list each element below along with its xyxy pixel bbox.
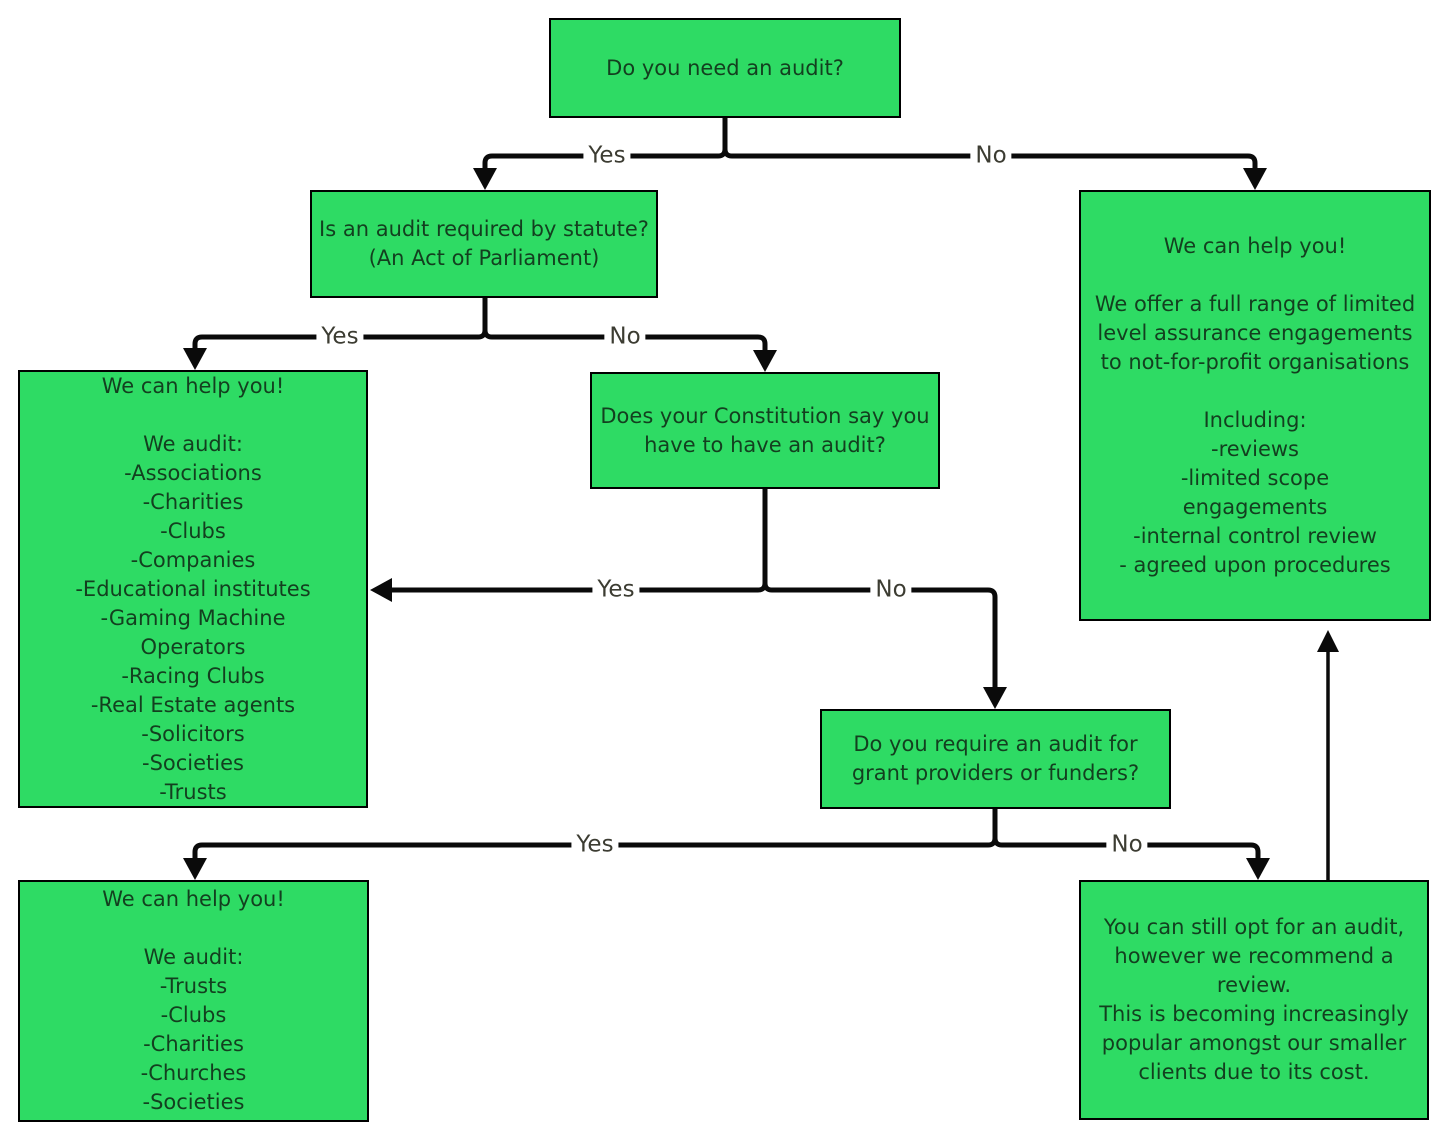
edge-label-yes: Yes bbox=[571, 832, 619, 858]
node-result-review: You can still opt for an audit, however … bbox=[1079, 880, 1429, 1120]
edge-constitution-yes-line bbox=[392, 489, 768, 593]
node-text: We can help you! We offer a full range o… bbox=[1094, 233, 1416, 577]
node-question-constitution: Does your Constitution say you have to h… bbox=[590, 372, 940, 489]
edge-label-no: No bbox=[870, 577, 912, 603]
arrow-down-icon bbox=[183, 348, 207, 370]
node-result-statute-audit: We can help you! We audit: -Associations… bbox=[18, 370, 368, 808]
arrow-down-icon bbox=[1243, 168, 1267, 190]
arrow-down-icon bbox=[473, 168, 497, 190]
node-question-statute: Is an audit required by statute? (An Act… bbox=[310, 190, 658, 298]
edge-label-no: No bbox=[1106, 832, 1148, 858]
node-text: Does your Constitution say you have to h… bbox=[600, 403, 930, 457]
node-text: We can help you! We audit: -Associations… bbox=[75, 373, 311, 804]
arrow-left-icon bbox=[370, 578, 392, 602]
node-text: Do you need an audit? bbox=[606, 55, 844, 80]
arrow-down-icon bbox=[983, 687, 1007, 709]
edge-label-yes: Yes bbox=[583, 143, 631, 169]
node-result-grant-audit: We can help you! We audit: -Trusts -Club… bbox=[18, 880, 369, 1122]
arrow-up-icon bbox=[1317, 630, 1339, 652]
edge-label-yes: Yes bbox=[316, 324, 364, 350]
node-question-need-audit: Do you need an audit? bbox=[549, 18, 901, 118]
arrow-down-icon bbox=[753, 350, 777, 372]
node-text: Do you require an audit for grant provid… bbox=[851, 732, 1140, 785]
arrow-down-icon bbox=[1246, 858, 1270, 880]
node-text: Is an audit required by statute? (An Act… bbox=[319, 217, 649, 270]
node-question-grant: Do you require an audit for grant provid… bbox=[820, 709, 1171, 809]
node-text: You can still opt for an audit, however … bbox=[1099, 915, 1409, 1084]
arrow-down-icon bbox=[183, 858, 207, 880]
node-text: We can help you! We audit: -Trusts -Club… bbox=[102, 887, 285, 1114]
edge-label-no: No bbox=[970, 143, 1012, 169]
edge-label-no: No bbox=[604, 324, 646, 350]
node-result-assurance: We can help you! We offer a full range o… bbox=[1079, 190, 1431, 621]
edge-label-yes: Yes bbox=[592, 577, 640, 603]
